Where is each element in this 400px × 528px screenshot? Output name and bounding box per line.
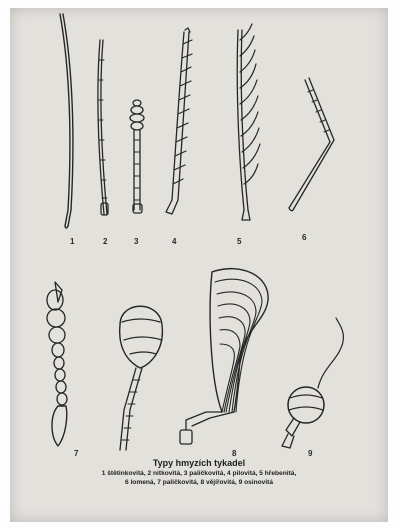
label-1: 1: [70, 237, 75, 246]
figure-caption: Typy hmyzích tykadel 1 štětinkovitá, 2 n…: [10, 458, 388, 487]
label-8: 8: [232, 449, 237, 458]
antenna-8-flabellate: [180, 269, 268, 444]
antenna-6-geniculate: [289, 78, 334, 211]
antenna-4-serrate: [166, 28, 192, 214]
antenna-2-filiform: [98, 40, 108, 215]
label-4: 4: [172, 237, 177, 246]
label-5: 5: [237, 237, 242, 246]
antenna-8-left-club: [120, 306, 163, 450]
caption-line-2: 6 lomená, 7 paličkovitá, 8 vějířovitá, 9…: [10, 478, 388, 487]
antenna-5-pectinate: [237, 24, 260, 220]
antenna-9-aristate: [282, 318, 343, 448]
antenna-7-clavate: [47, 282, 67, 446]
label-7: 7: [74, 449, 79, 458]
label-6: 6: [302, 233, 307, 242]
label-2: 2: [103, 237, 108, 246]
label-3: 3: [134, 237, 139, 246]
antenna-1-setaceous: [60, 14, 73, 228]
label-9: 9: [308, 449, 313, 458]
caption-line-1: 1 štětinkovitá, 2 nitkovitá, 3 paličkovi…: [10, 469, 388, 478]
antenna-3-clavate: [130, 100, 144, 213]
caption-title: Typy hmyzích tykadel: [10, 458, 388, 469]
